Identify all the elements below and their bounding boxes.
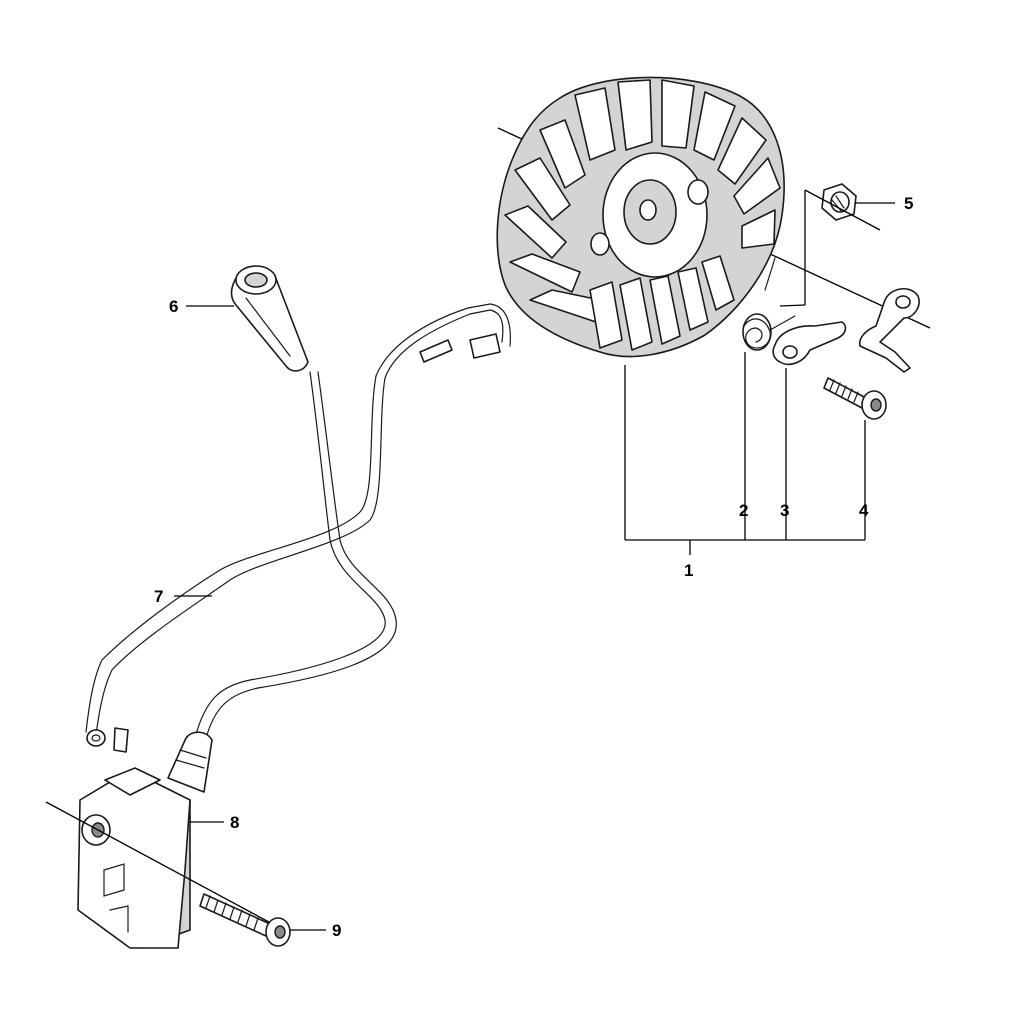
callout-2: 2 [739, 501, 748, 520]
pawl-spring [742, 257, 796, 351]
callout-7: 7 [154, 587, 163, 606]
callout-8: 8 [230, 813, 239, 832]
callout-3: 3 [780, 501, 789, 520]
flywheel-nut [821, 183, 857, 221]
module-screw [45, 801, 291, 947]
pawl-screw [823, 377, 887, 420]
callout-1: 1 [684, 561, 693, 580]
callout-9: 9 [332, 921, 341, 940]
callout-4: 4 [859, 501, 869, 520]
lock-washer [858, 288, 920, 373]
callout-5: 5 [904, 194, 913, 213]
ignition-module [77, 731, 213, 949]
leader-lines [174, 189, 895, 931]
callout-6: 6 [169, 297, 178, 316]
flywheel-fins [504, 79, 781, 351]
spark-plug-cap [230, 265, 309, 372]
ignition-cable [85, 303, 511, 753]
flywheel [496, 76, 931, 358]
starter-pawl [772, 321, 847, 366]
